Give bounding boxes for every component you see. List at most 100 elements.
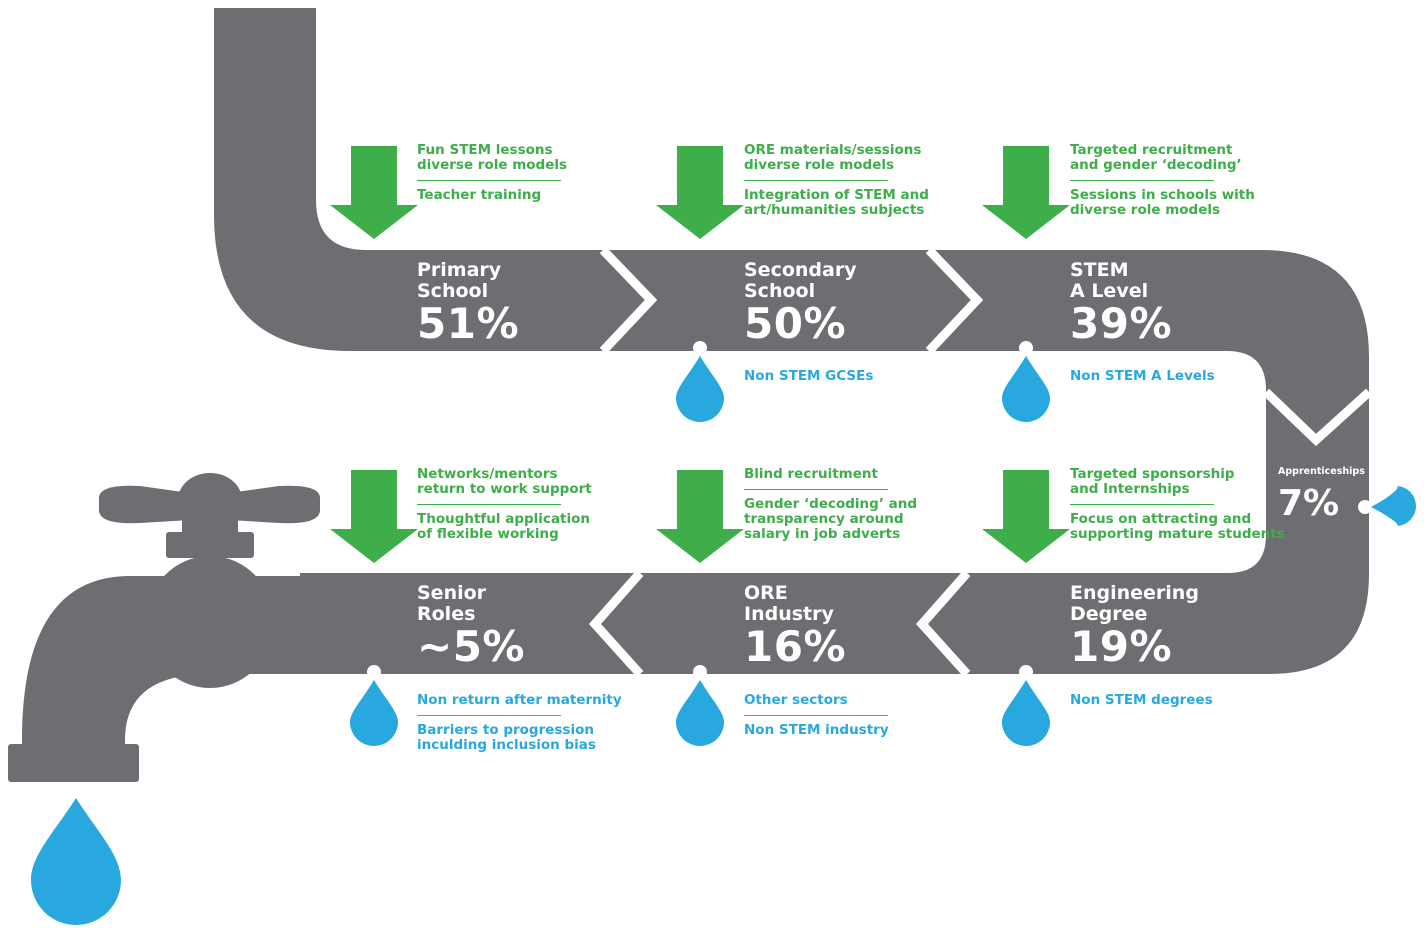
intervention-line: Fun STEM lessons [417,142,553,158]
leak-a-level: Non STEM A Levels [1070,369,1215,384]
water-drop-icon [1002,680,1050,746]
pipe-top [214,8,1369,520]
divider [417,504,561,505]
water-drop-icon [676,680,724,746]
stage-name: School [417,280,489,302]
divider [1070,180,1214,181]
intervention-line: Focus on attracting and [1070,511,1252,527]
stage-stem-a-level: STEM A Level 39% [1070,260,1172,346]
stage-name: Degree [1070,603,1148,625]
intervention-a-level: Targeted recruitment and gender ‘decodin… [1070,143,1255,218]
arrow-down-icon [330,470,418,563]
intervention-line: Blind recruitment [744,466,878,482]
chevron-3 [1262,388,1373,447]
intervention-line: Networks/mentors [417,466,558,482]
arrow-down-icon [656,146,744,239]
stage-name: Industry [744,603,834,625]
stage-name: STEM [1070,259,1129,281]
water-drop-icon [350,680,398,746]
intervention-line: and gender ‘decoding’ [1070,157,1242,173]
divider [417,715,561,716]
intervention-line: Sessions in schools with [1070,187,1255,203]
intervention-line: Gender ‘decoding’ and [744,496,918,512]
intervention-line: and Internships [1070,481,1190,497]
arrow-down-icon [656,470,744,563]
leak-senior: Non return after maternity Barriers to p… [417,693,622,753]
stage-name: Primary [417,259,502,281]
arrow-down-icon [982,470,1070,563]
stage-percentage: 16% [744,622,847,671]
leak-drops [31,341,1416,925]
intervention-line: salary in job adverts [744,526,901,542]
stage-primary-school: Primary School 51% [417,260,519,346]
leak-industry: Other sectors Non STEM industry [744,693,889,738]
leak-line: Other sectors [744,692,848,708]
stage-percentage: ~5% [417,622,525,671]
intervention-line: diverse role models [744,157,895,173]
stage-name: A Level [1070,280,1149,302]
chevron-2 [925,246,984,355]
chevron-4 [588,570,644,678]
chevron-1 [599,246,658,355]
tap-icon [8,473,320,782]
chevron-5 [915,570,971,678]
intervention-line: Integration of STEM and [744,187,929,203]
arrow-down-icon [982,146,1070,239]
apprenticeships-label: Apprenticeships [1278,466,1365,477]
stage-secondary-school: Secondary School 50% [744,260,857,346]
leak-line: Non STEM A Levels [1070,368,1215,384]
leak-line: Non STEM degrees [1070,692,1213,708]
intervention-line: return to work support [417,481,592,497]
leak-secondary: Non STEM GCSEs [744,369,873,384]
water-drop-icon [1371,486,1416,526]
intervention-line: diverse role models [417,157,568,173]
intervention-line: of flexible working [417,526,559,542]
intervention-line: Targeted recruitment [1070,142,1233,158]
intervention-degree: Targeted sponsorship and Internships Foc… [1070,467,1285,542]
water-drop-icon [31,798,121,925]
leak-line: Non STEM industry [744,722,889,738]
intervention-line: art/humanities subjects [744,202,925,218]
intervention-secondary: ORE materials/sessions diverse role mode… [744,143,929,218]
intervention-primary: Fun STEM lessons diverse role models Tea… [417,143,567,203]
divider [744,489,888,490]
stage-percentage: 19% [1070,622,1173,671]
stage-name: School [744,280,816,302]
intervention-senior: Networks/mentors return to work support … [417,467,592,542]
leak-line: Non return after maternity [417,692,622,708]
apprenticeships-branch: Apprenticeships 7% [1278,466,1365,523]
intervention-industry: Blind recruitment Gender ‘decoding’ and … [744,467,917,542]
leak-degree: Non STEM degrees [1070,693,1213,708]
intervention-line: diverse role models [1070,202,1221,218]
intervention-line: Targeted sponsorship [1070,466,1235,482]
intervention-line: supporting mature students [1070,526,1285,542]
stage-name: Roles [417,603,476,625]
stage-name: ORE [744,582,788,604]
stage-name: Senior [417,582,487,604]
leak-line: Non STEM GCSEs [744,368,874,384]
stage-senior-roles: Senior Roles ~5% [417,583,525,669]
arrow-down-icon [330,146,418,239]
stage-name: Secondary [744,259,857,281]
intervention-line: Teacher training [417,187,542,203]
divider [744,715,888,716]
leak-line: Barriers to progression [417,722,594,738]
pipe-bottom [300,573,1020,674]
water-drop-icon [676,356,724,422]
divider [1070,504,1214,505]
intervention-arrows [330,146,1070,563]
water-drop-icon [1002,356,1050,422]
stage-name: Engineering [1070,582,1199,604]
pipe-right [1000,385,1369,674]
apprenticeships-percentage: 7% [1278,483,1340,524]
intervention-line: transparency around [744,511,904,527]
divider [417,180,561,181]
stage-percentage: 39% [1070,299,1173,348]
stage-ore-industry: ORE Industry 16% [744,583,846,669]
intervention-line: ORE materials/sessions [744,142,922,158]
stage-percentage: 50% [744,299,847,348]
stage-engineering-degree: Engineering Degree 19% [1070,583,1199,669]
divider [744,180,888,181]
stage-percentage: 51% [417,299,520,348]
